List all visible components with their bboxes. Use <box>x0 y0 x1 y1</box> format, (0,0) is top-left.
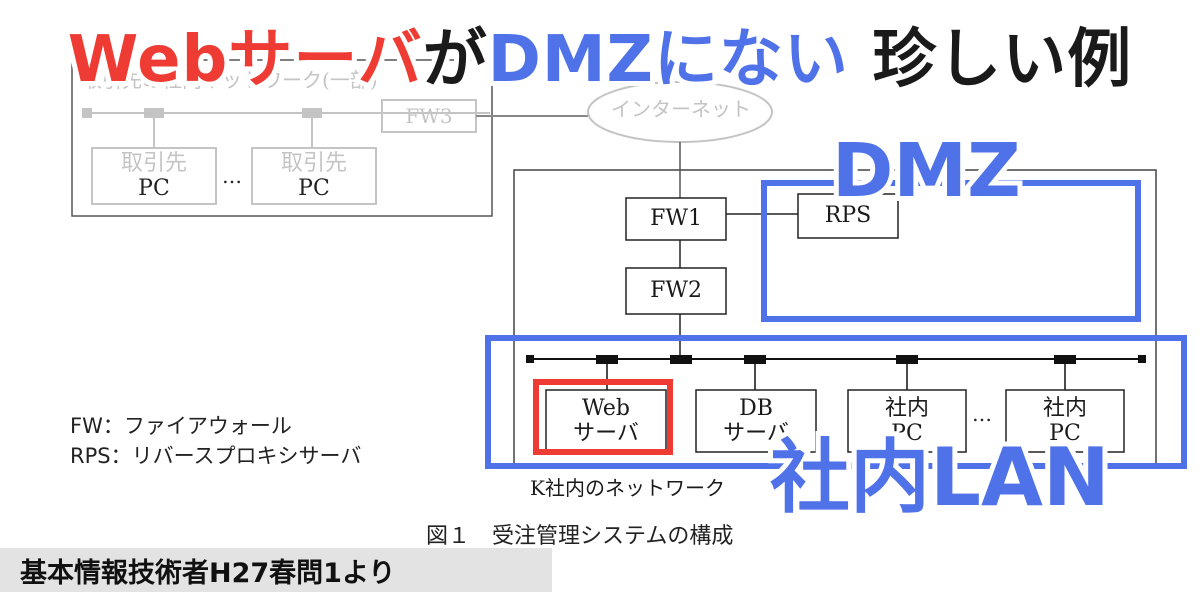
fw1-label: FW1 <box>650 206 702 232</box>
partner-ellipsis: … <box>222 164 242 188</box>
lan-end-left <box>526 355 534 363</box>
lan-overlay-label: 社内LAN <box>765 431 1115 524</box>
fw3-label: FW3 <box>405 103 453 128</box>
lan-tap-fw2 <box>670 355 692 364</box>
internal-pc-2-label: 社内 PC <box>1006 390 1124 452</box>
lan-tap-db <box>744 355 766 364</box>
headline-web-server: Webサーバ <box>63 23 427 97</box>
lan-tap-pc1 <box>896 355 918 364</box>
rps-box <box>797 193 899 239</box>
headline-not-in-dmz: DMZにない <box>483 23 853 97</box>
partner-pc-2-label: 取引先 PC <box>252 148 376 204</box>
source-note: 基本情報技術者H27春問1より <box>0 548 552 592</box>
web-server-line2: サーバ <box>573 421 639 446</box>
internal-pc-box-1 <box>847 389 967 453</box>
partner-pc-1-label: 取引先 PC <box>92 148 216 204</box>
internet-label: インターネット <box>611 96 751 121</box>
partner-network-boundary <box>71 59 493 217</box>
partner-backbone-end-left <box>82 108 92 118</box>
lan-highlight-box <box>485 335 1187 469</box>
web-server-label: Web サーバ <box>546 390 666 452</box>
legend-rps: RPS：リバースプロキシサーバ <box>70 444 362 468</box>
partner-network-label: 取引先の社内ネットワーク(一部) <box>82 68 378 92</box>
db-server-line1: DB <box>739 395 773 421</box>
figure-caption: 図１ 受注管理システムの構成 <box>426 524 734 549</box>
rps-label: RPS <box>824 203 872 229</box>
partner-pc-2-line1: 取引先 <box>280 150 347 176</box>
fw1-box <box>625 197 727 241</box>
partner-tap-1 <box>144 108 164 118</box>
partner-pc-box-1 <box>91 147 217 205</box>
dmz-overlay-label: DMZ <box>827 128 1026 214</box>
internal-ellipsis: … <box>972 402 992 426</box>
partner-pc-2-line2: PC <box>298 176 330 201</box>
headline-ga: が <box>418 23 492 97</box>
partner-pc-1-line2: PC <box>138 176 170 201</box>
lan-tap-web <box>596 355 618 364</box>
internal-pc-1-label: 社内 PC <box>848 390 966 452</box>
lan-end-right <box>1138 355 1146 363</box>
fw2-label: FW2 <box>650 278 702 304</box>
legend-fw: FW：ファイアウォール <box>70 414 292 438</box>
headline-rare-example: 珍しい例 <box>848 23 1136 97</box>
internal-pc-1-line2: PC <box>891 421 923 446</box>
internal-pc-2-line1: 社内 <box>1042 395 1087 421</box>
k-network-label: K社内のネットワーク <box>530 476 725 500</box>
partner-network <box>71 59 590 217</box>
partner-pc-1-line1: 取引先 <box>120 150 187 176</box>
db-server-line2: サーバ <box>723 421 789 446</box>
web-server-highlight <box>533 379 673 455</box>
dmz-highlight-box <box>761 180 1141 322</box>
internal-pc-box-2 <box>1005 389 1125 453</box>
source-note-text: 基本情報技術者H27春問1より <box>20 557 396 589</box>
headline: WebサーバがDMZにない 珍しい例 <box>0 23 1200 97</box>
fw2-box <box>625 267 727 315</box>
internal-pc-1-line1: 社内 <box>884 395 929 421</box>
db-server-box <box>695 389 817 453</box>
web-server-box <box>545 389 667 453</box>
internal-pc-2-line2: PC <box>1049 421 1081 446</box>
db-server-label: DB サーバ <box>696 390 816 452</box>
partner-pc-box-2 <box>251 147 377 205</box>
partner-tap-2 <box>302 108 322 118</box>
web-server-line1: Web <box>582 395 630 421</box>
lan-tap-pc2 <box>1054 355 1076 364</box>
